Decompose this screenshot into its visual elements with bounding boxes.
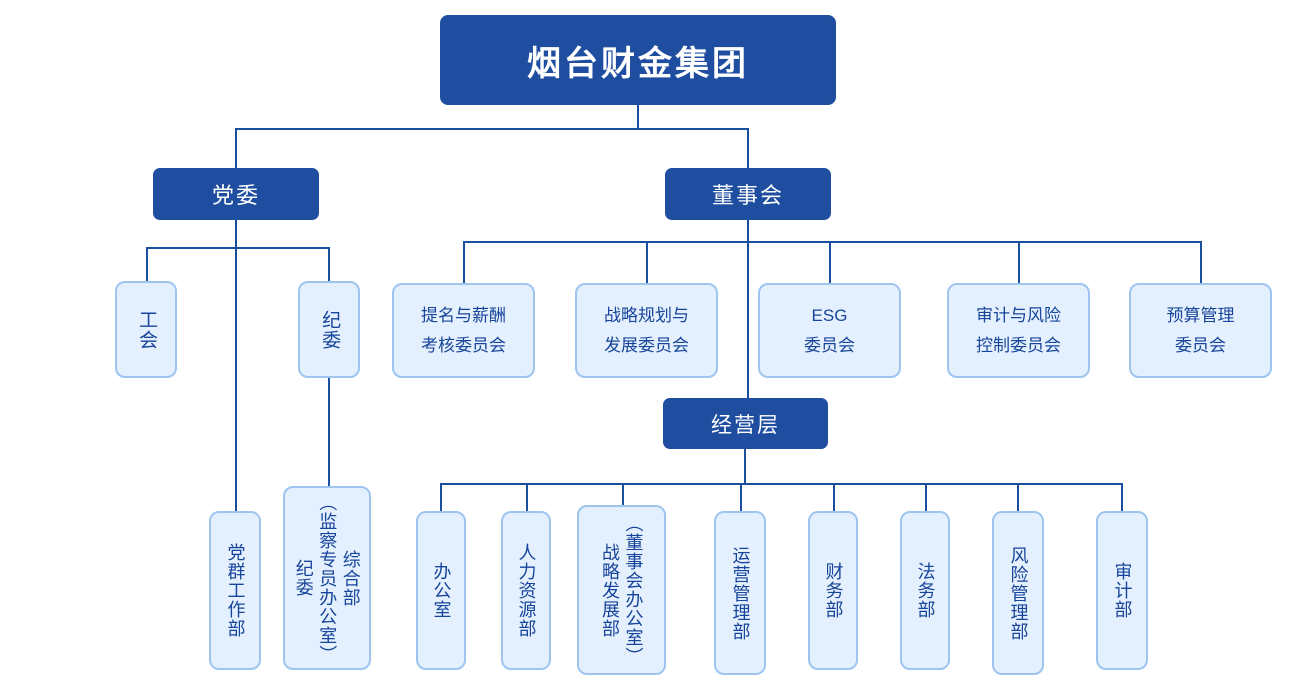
node-management-layer[interactable]: 经营层: [663, 398, 828, 449]
node-management-layer-label: 经营层: [711, 413, 780, 437]
node-committee-strategy-development[interactable]: 战略规划与 发展委员会: [575, 283, 718, 378]
connector-party-to-party-work-dept: [235, 219, 237, 511]
node-union-label: 工会: [136, 309, 158, 350]
node-board-of-directors-label: 董事会: [711, 183, 784, 208]
dept-operations-management-col-1: 运营管理部: [730, 545, 751, 641]
node-dept-operations-management[interactable]: 运营管理部: [714, 511, 766, 675]
connector-root-stem: [637, 104, 639, 128]
node-committee-esg[interactable]: ESG 委员会: [758, 283, 901, 378]
committee-5-line2: 委员会: [1175, 335, 1226, 355]
connector-party-bus: [146, 247, 330, 249]
connector-to-dept-3: [622, 483, 624, 511]
connector-board-stem: [747, 219, 749, 243]
committee-2-line2: 发展委员会: [604, 335, 689, 355]
committee-1-line1: 提名与薪酬: [421, 305, 506, 325]
connector-to-dept-4: [740, 483, 742, 511]
dept-risk-management-col-1: 风险管理部: [1008, 545, 1029, 641]
node-discipline-committee-label: 纪委: [319, 309, 341, 350]
committee-5-line1: 预算管理: [1166, 305, 1235, 325]
node-dept-audit[interactable]: 审计部: [1096, 511, 1148, 670]
node-dept-general-office[interactable]: 纪委 （监察专员办公室） 综合部: [283, 486, 371, 670]
committee-1-line2: 考核委员会: [421, 335, 506, 355]
connector-management-stem: [744, 449, 746, 483]
dept-strategy-development-col-1: （董事会办公室）: [623, 514, 644, 666]
connector-to-dept-5: [833, 483, 835, 511]
connector-to-board: [747, 128, 749, 168]
node-union[interactable]: 工会: [115, 281, 177, 378]
node-committee-audit-risk-control[interactable]: 审计与风险 控制委员会: [947, 283, 1090, 378]
connector-to-discipline: [328, 247, 330, 281]
node-root-label: 烟台财金集团: [527, 44, 749, 83]
connector-to-dept-8: [1121, 483, 1123, 511]
connector-to-committee-2: [646, 241, 648, 283]
connector-to-union: [146, 247, 148, 281]
node-dept-human-resources[interactable]: 人力资源部: [501, 511, 551, 670]
connector-to-party-committee: [235, 128, 237, 168]
dept-general-office-col-2: （监察专员办公室）: [317, 493, 338, 664]
connector-to-committee-1: [463, 241, 465, 283]
connector-to-dept-2: [526, 483, 528, 511]
dept-strategy-development-col-2: 战略发展部: [600, 542, 620, 638]
node-dept-party-work[interactable]: 党群工作部: [209, 511, 261, 670]
node-dept-strategy-development[interactable]: 战略发展部 （董事会办公室）: [577, 505, 666, 675]
dept-legal-col-1: 法务部: [915, 562, 936, 619]
dept-audit-col-1: 审计部: [1112, 562, 1133, 619]
node-dept-finance[interactable]: 财务部: [808, 511, 858, 670]
connector-board-to-management: [747, 241, 749, 398]
connector-to-committee-3: [829, 241, 831, 283]
committee-4-line2: 控制委员会: [976, 335, 1061, 355]
committee-2-line1: 战略规划与: [604, 305, 689, 325]
connector-management-bus: [440, 483, 1123, 485]
node-root[interactable]: 烟台财金集团: [440, 15, 836, 105]
node-committee-nomination-compensation[interactable]: 提名与薪酬 考核委员会: [392, 283, 535, 378]
node-party-committee-label: 党委: [211, 183, 260, 208]
dept-party-work-col-1: 党群工作部: [225, 543, 246, 638]
node-discipline-committee[interactable]: 纪委: [298, 281, 360, 378]
committee-3-line2: 委员会: [804, 335, 855, 355]
dept-human-resources-col-1: 人力资源部: [516, 543, 537, 638]
node-party-committee[interactable]: 党委: [153, 168, 319, 220]
node-dept-risk-management[interactable]: 风险管理部: [992, 511, 1044, 675]
connector-to-committee-5: [1200, 241, 1202, 283]
node-committee-budget-management[interactable]: 预算管理 委员会: [1129, 283, 1272, 378]
connector-root-bus: [235, 128, 749, 130]
node-dept-legal[interactable]: 法务部: [900, 511, 950, 670]
connector-discipline-to-general-office: [328, 378, 330, 486]
dept-general-office-col-1: 综合部: [340, 549, 361, 607]
committee-4-line1: 审计与风险: [976, 305, 1061, 325]
dept-general-office-col-3: 纪委: [293, 559, 314, 597]
connector-to-dept-1: [440, 483, 442, 511]
connector-board-bus: [463, 241, 1202, 243]
dept-finance-col-1: 财务部: [823, 562, 844, 619]
connector-to-dept-6: [925, 483, 927, 511]
node-dept-office[interactable]: 办公室: [416, 511, 466, 670]
connector-to-committee-4: [1018, 241, 1020, 283]
dept-office-col-1: 办公室: [431, 562, 452, 619]
connector-to-dept-7: [1017, 483, 1019, 511]
committee-3-line1: ESG: [811, 305, 848, 325]
node-board-of-directors[interactable]: 董事会: [665, 168, 831, 220]
